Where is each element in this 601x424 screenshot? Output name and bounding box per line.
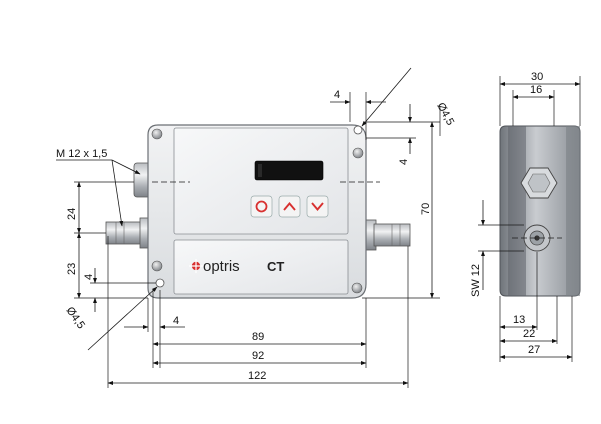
- left-cable-gland: [105, 217, 153, 249]
- label-panel: [173, 239, 349, 295]
- chevron-up-icon: [283, 202, 296, 211]
- optris-logo: optris: [189, 258, 240, 275]
- dim-22: 22: [523, 328, 535, 340]
- screw-bottom-right: [351, 282, 363, 294]
- dim-4-top: 4: [334, 89, 340, 101]
- button-down[interactable]: [306, 195, 329, 218]
- dim-4-left: 4: [83, 274, 95, 280]
- dim-4-right: 4: [398, 159, 410, 165]
- screw-top-right: [352, 147, 364, 159]
- hole-dia-top: Ø4,5: [434, 101, 456, 128]
- hole-dia-bottom: Ø4,5: [64, 305, 88, 331]
- dim-sw12: SW 12: [470, 264, 482, 297]
- right-cable-gland: [363, 219, 411, 251]
- screw-top-left: [151, 128, 163, 140]
- dim-23: 23: [66, 263, 78, 275]
- front-dimensions: 122 92 89 4 70 4 4 Ø4,5 24 23 4: [56, 67, 456, 388]
- mount-hole-top: [353, 125, 363, 135]
- side-dimensions: 30 16 SW 12 13 22 27: [470, 71, 581, 362]
- device-front-view: optris CT: [105, 124, 411, 299]
- dim-30: 30: [531, 71, 543, 83]
- mount-hole-bottom: [155, 278, 165, 288]
- dim-13: 13: [513, 314, 525, 326]
- dim-16: 16: [530, 84, 542, 96]
- dim-4-bottom: 4: [173, 315, 179, 327]
- dim-27: 27: [528, 344, 540, 356]
- upper-panel: [173, 127, 349, 235]
- dim-24: 24: [66, 208, 78, 220]
- brand-name: optris: [203, 258, 240, 275]
- display: [254, 160, 324, 181]
- chevron-down-icon: [311, 202, 324, 211]
- screw-bottom-left: [151, 260, 163, 272]
- dim-89: 89: [252, 331, 264, 343]
- button-mode[interactable]: [250, 195, 273, 218]
- thread-label: M 12 x 1,5: [56, 148, 107, 160]
- circle-icon: [255, 200, 268, 213]
- dim-92: 92: [252, 350, 264, 362]
- model-name: CT: [267, 259, 284, 274]
- dim-122: 122: [248, 370, 266, 382]
- button-up[interactable]: [278, 195, 301, 218]
- dim-70: 70: [420, 203, 432, 215]
- device-side-view: [499, 125, 581, 297]
